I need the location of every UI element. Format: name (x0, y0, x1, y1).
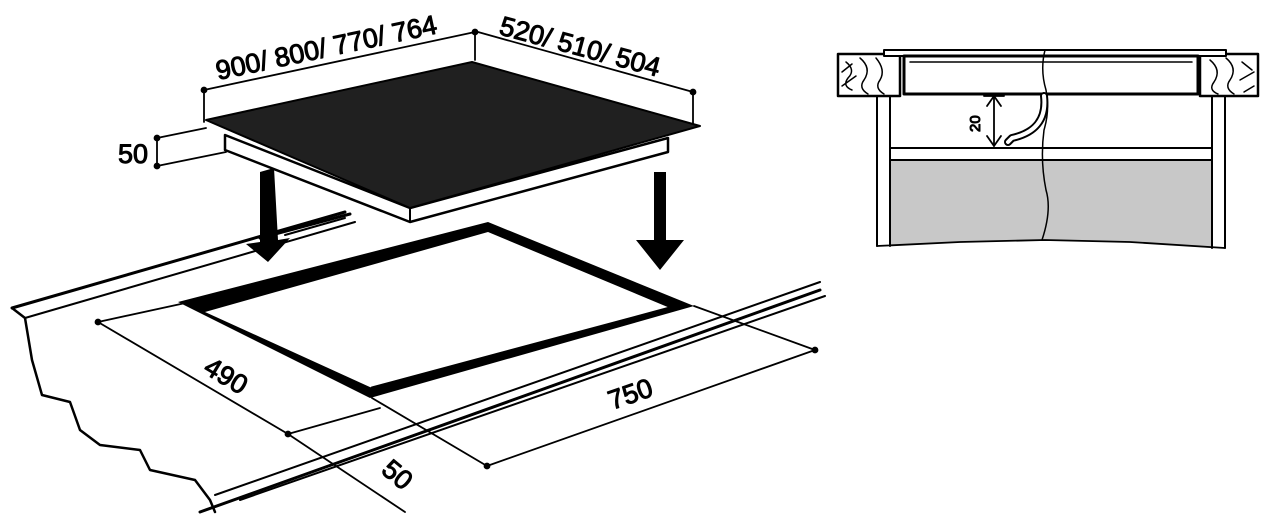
dim-hob-depth-tick (689, 88, 697, 96)
break-line (1041, 49, 1049, 241)
hob-depth-label: 520/ 510/ 504 (496, 11, 663, 83)
dim-cutout-depth-line (97, 321, 289, 435)
dim-hob-height (153, 127, 227, 170)
countertop-back-edge (10, 210, 347, 310)
cutout (178, 222, 694, 398)
hob (205, 61, 701, 224)
front-margin-label: 50 (376, 454, 418, 496)
countertop-inner-back (24, 221, 356, 319)
hob-width-label: 900/ 800/ 770/ 764 (213, 10, 440, 86)
dim-hob-height-ext-bottom (156, 151, 227, 167)
wood-grain-left (841, 57, 885, 95)
rear-rail-2 (284, 217, 346, 236)
install-arrows (246, 168, 684, 270)
side-figure: 20 (836, 49, 1260, 249)
hob-height-label: 50 (118, 139, 148, 169)
cabinet-frame (876, 95, 1226, 249)
main-figure: 900/ 800/ 770/ 764 520/ 510/ 504 50 490 (10, 9, 826, 514)
cabinet-broken-bottom (876, 239, 1226, 249)
countertop-inner-front (214, 281, 821, 496)
dim-hob-height-tick-top (153, 134, 161, 142)
dim-front-margin-line (287, 433, 406, 513)
dim-cutout-width-tick-right (811, 346, 819, 354)
dim-hob-width-tick-right (471, 28, 479, 36)
dim-hob-depth-line (477, 31, 694, 93)
dim-front-margin (287, 433, 406, 513)
dim-hob-width-line (203, 31, 476, 91)
dim-hob-width (200, 28, 479, 123)
cabinet-fill (890, 160, 1212, 248)
worktop-left (836, 52, 902, 98)
dim-cutout-depth-tick-top (94, 318, 102, 326)
dim-clearance-arrow-bottom-icon (986, 135, 1002, 147)
dim-cutout-width-ext-left (371, 397, 488, 467)
dim-cutout-width-line (486, 349, 816, 467)
dim-cutout-width-tick-left (483, 462, 491, 470)
right-arrow-icon (636, 172, 684, 270)
side-hob (883, 49, 1227, 96)
countertop-broken-edge (10, 306, 217, 514)
dim-clearance (983, 95, 1005, 147)
dim-cutout-width-ext-right (693, 305, 816, 351)
dim-cutout-depth (94, 301, 381, 438)
cutout-frame-inner (205, 232, 670, 388)
dim-hob-height-tick-bottom (153, 162, 161, 170)
worktop-right (1198, 52, 1260, 98)
left-arrow-icon (246, 168, 290, 262)
dim-cutout-depth-ext-top (97, 301, 191, 323)
dim-cutout-width (371, 305, 819, 470)
wood-grain-right (1209, 57, 1255, 95)
clearance-label: 20 (967, 115, 984, 132)
power-cable-inner (1006, 94, 1047, 144)
dim-cutout-depth-ext-bottom (287, 407, 381, 435)
side-hob-body (902, 54, 1200, 96)
cutout-front-lip (370, 306, 672, 390)
worktop-left-block (836, 52, 902, 98)
dim-hob-height-ext-top (156, 127, 207, 139)
dim-hob-width-tick-left (200, 86, 208, 94)
hob-glass-top (205, 61, 701, 209)
cutout-depth-label: 490 (199, 351, 253, 400)
dim-hob-depth (477, 31, 697, 125)
countertop-front-edge (198, 288, 822, 514)
